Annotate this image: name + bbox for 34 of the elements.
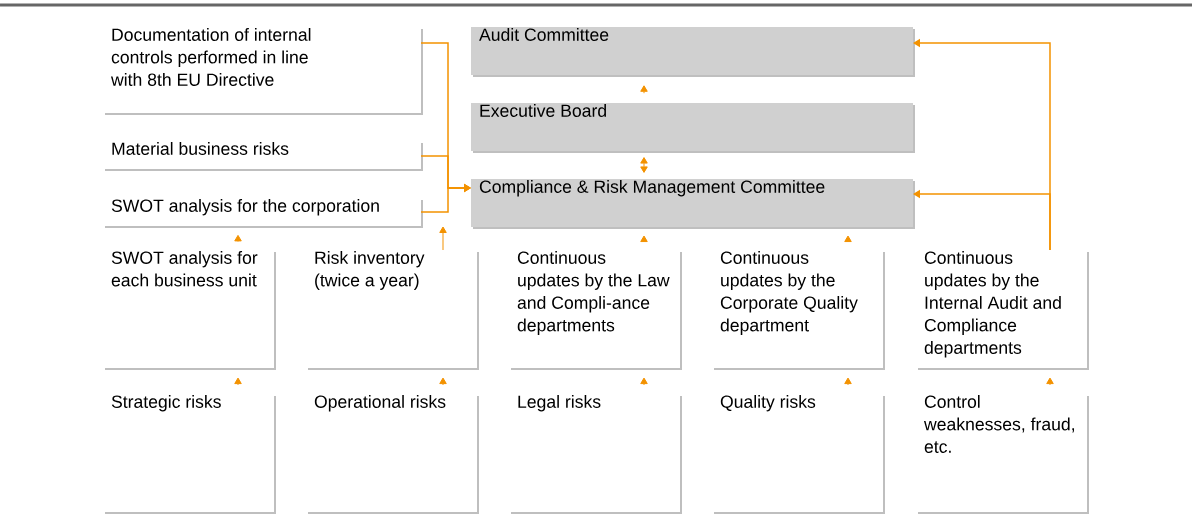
- arrowhead: [844, 377, 852, 386]
- arrowhead: [234, 234, 242, 243]
- committee-box: Compliance & Risk Management Committee: [471, 179, 915, 229]
- arrowhead: [640, 235, 648, 243]
- arrowhead: [640, 377, 648, 386]
- text-box: Quality risks: [712, 394, 885, 514]
- node-label: Control weaknesses, fraud, etc.: [923, 395, 1075, 453]
- text-box: Continuous updates by the Law and Compli-ance departments: [509, 250, 682, 370]
- arrowhead: [439, 226, 447, 251]
- node-label: Continuous updates by the Law and Compli-ance departments: [517, 251, 670, 335]
- arrowhead: [439, 377, 447, 386]
- committee-box: Audit Committee: [471, 27, 915, 77]
- connector-arrow: [420, 183, 471, 213]
- text-box: Operational risks: [306, 394, 479, 514]
- arrowhead: [234, 377, 242, 386]
- node-label: Legal risks: [518, 395, 601, 412]
- node-label: Strategic risks: [111, 395, 221, 412]
- committee-box: Executive Board: [471, 103, 915, 153]
- arrowhead: [640, 85, 648, 94]
- text-box: Continuous updates by the Corporate Quality department: [712, 250, 885, 370]
- text-box: Documentation of internal controls performed in line with 8th EU Directive: [103, 27, 423, 115]
- node-label: Operational risks: [314, 395, 446, 412]
- node-label: Quality risks: [720, 395, 816, 412]
- text-box: Control weaknesses, fraud, etc.: [916, 394, 1089, 514]
- text-box: SWOT analysis for the corporation: [103, 198, 423, 228]
- arrowhead: [1046, 377, 1054, 386]
- text-box: Continuous updates by the Internal Audit and Compliance departments: [916, 250, 1089, 370]
- text-box: Legal risks: [509, 394, 682, 514]
- arrowhead: [640, 157, 648, 173]
- text-box: Risk inventory (twice a year): [306, 250, 479, 370]
- text-box: Strategic risks: [103, 394, 276, 514]
- text-box: Material business risks: [103, 141, 423, 171]
- arrowhead: [844, 235, 852, 243]
- text-box: SWOT analysis for each business unit: [103, 250, 276, 370]
